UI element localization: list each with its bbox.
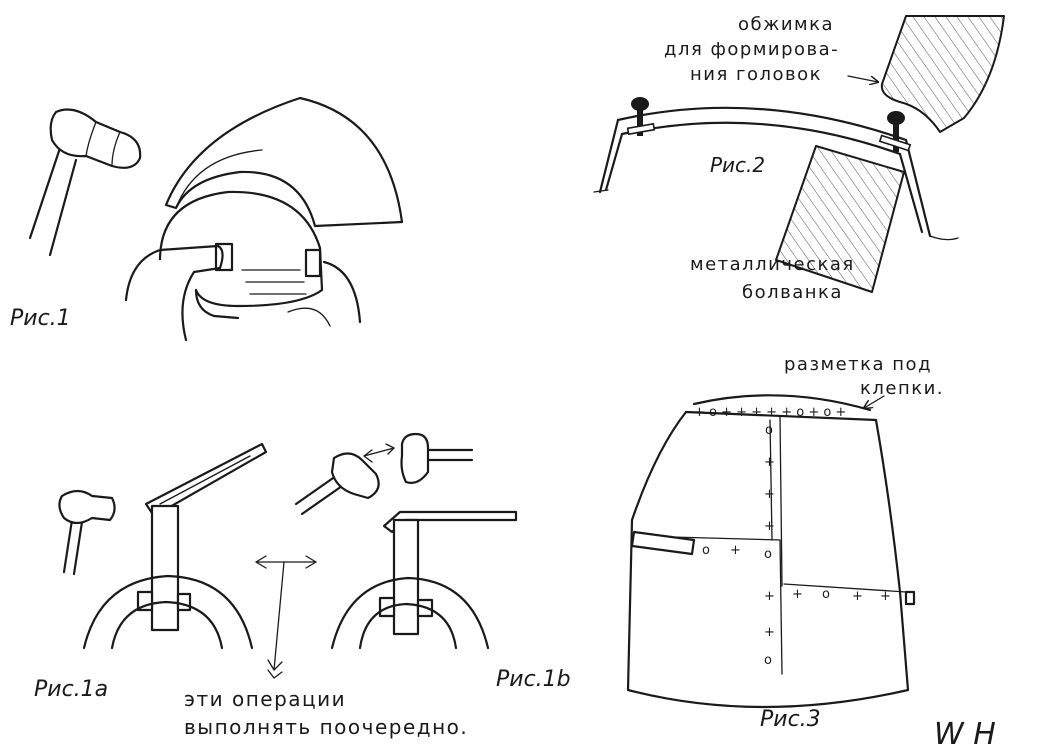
fig1b-caption: Рис.1b — [496, 667, 571, 692]
fig1-panel: Рис.1 — [10, 96, 404, 342]
svg-text:+: + — [880, 589, 891, 604]
svg-text:+: + — [852, 589, 863, 604]
svg-text:o: o — [764, 653, 772, 668]
plate-bent — [382, 510, 518, 534]
fig2-caption: Рис.2 — [710, 153, 765, 177]
fig1b-panel: Рис.1b — [294, 432, 571, 692]
hammer-icon — [28, 108, 142, 257]
svg-text:o: o — [822, 587, 830, 602]
fig2-panel: обжимка для формирова- ния головок Ри — [593, 14, 1005, 303]
hammer-small-left-icon — [58, 489, 116, 576]
fig2-label-bottom: металлическая болванка — [690, 254, 862, 303]
fig1a-caption: Рис.1а — [34, 677, 108, 702]
svg-text:+: + — [764, 625, 775, 640]
stake-left — [150, 504, 180, 632]
slot-marker — [630, 530, 696, 556]
fig1-caption: Рис.1 — [10, 306, 71, 331]
hand-icon — [124, 244, 362, 342]
rivet-left-icon — [626, 97, 656, 136]
fig3-caption: Рис.3 — [760, 707, 821, 732]
svg-text:+: + — [730, 543, 741, 558]
metal-anvil — [775, 145, 905, 293]
alternate-arrow-icon — [255, 555, 317, 679]
crimping-tool — [880, 15, 1005, 133]
svg-text:+: + — [764, 589, 775, 604]
fig1a-panel: Рис.1а — [34, 442, 268, 702]
fig2-label-top: обжимка для формирова- ния головок — [664, 14, 846, 85]
hammer-tilted-icon — [294, 452, 380, 516]
helmet-section — [158, 96, 404, 308]
helmet-outline — [626, 410, 910, 709]
stake-right — [392, 518, 420, 636]
svg-text:+ o + + + + + o + o +: + o + + + + + o + o + — [694, 405, 846, 420]
fig3-panel: разметка под клепки. + o + + + + + o + o… — [626, 354, 944, 732]
rivet-right-icon — [878, 111, 912, 152]
signature: W H — [934, 717, 996, 752]
svg-text:+: + — [764, 487, 775, 502]
operations-note: эти операции выполнять поочередно. — [184, 687, 468, 739]
svg-text:o: o — [702, 543, 710, 558]
svg-text:+: + — [792, 587, 803, 602]
svg-text:+: + — [764, 455, 775, 470]
svg-text:o: o — [765, 423, 773, 438]
hammer-upright-icon — [400, 432, 474, 484]
svg-text:+: + — [764, 519, 775, 534]
fig3-label: разметка под клепки. — [784, 354, 944, 399]
svg-text:o: o — [764, 547, 772, 562]
